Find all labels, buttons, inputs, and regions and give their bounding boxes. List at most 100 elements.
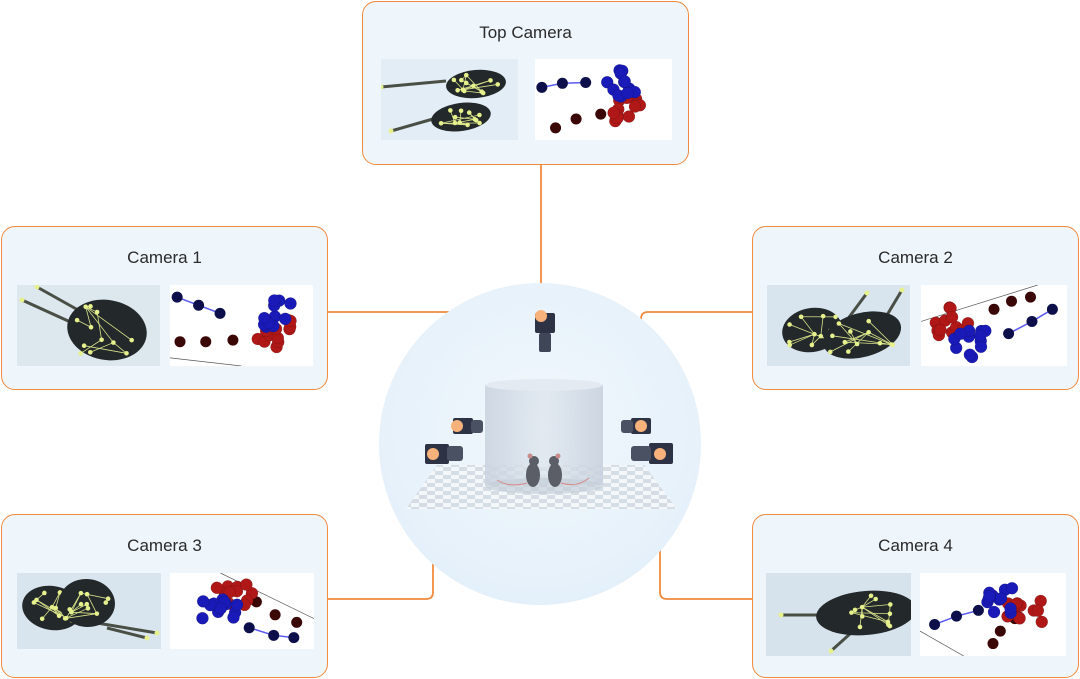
joint-sphere xyxy=(240,578,253,591)
joint-sphere xyxy=(628,100,642,113)
video-panel xyxy=(17,573,161,649)
keypoint xyxy=(477,112,482,118)
pose-3d-panel xyxy=(921,285,1067,366)
keypoint xyxy=(63,615,69,621)
skeleton-3d xyxy=(921,285,1067,366)
keypoint-overlay xyxy=(17,573,161,649)
joint-sphere xyxy=(284,297,297,310)
joint-sphere xyxy=(994,625,1006,637)
joint-sphere xyxy=(1026,315,1038,327)
keypoint xyxy=(868,593,874,599)
keypoint xyxy=(85,606,91,611)
skeleton-edge xyxy=(838,323,892,345)
keypoint xyxy=(495,82,501,87)
joint-sphere xyxy=(988,303,1000,315)
tail xyxy=(96,621,158,635)
skeleton-edge xyxy=(462,84,498,91)
keypoint xyxy=(124,350,129,356)
camera-icon-3 xyxy=(425,444,463,464)
keypoint-overlay xyxy=(766,573,911,656)
keypoint xyxy=(473,117,479,123)
joint-sphere xyxy=(227,611,240,624)
camera-icon-4 xyxy=(631,443,673,464)
keypoint xyxy=(471,83,476,89)
keypoint xyxy=(452,114,458,120)
keypoint xyxy=(84,601,90,607)
keypoint xyxy=(842,339,848,345)
keypoint xyxy=(859,614,865,619)
keypoint xyxy=(820,313,826,319)
card-camera-4: Camera 4 xyxy=(752,514,1079,678)
keypoint xyxy=(74,317,80,323)
camera-icon-2 xyxy=(621,418,651,434)
keypoint xyxy=(448,108,453,113)
keypoint xyxy=(88,304,93,309)
skeleton-edge xyxy=(800,316,815,335)
skeleton-edge xyxy=(440,114,480,124)
skeleton-edge xyxy=(820,316,824,337)
joint-sphere xyxy=(550,122,562,134)
camera-icon-top xyxy=(535,310,555,352)
joint-sphere xyxy=(1006,295,1018,307)
keypoint xyxy=(462,88,467,94)
keypoint xyxy=(452,120,458,126)
joint-sphere xyxy=(269,609,281,621)
mouse-icon xyxy=(548,453,590,487)
skeleton-edge xyxy=(65,613,97,619)
keypoint xyxy=(39,616,45,622)
keypoint xyxy=(836,321,842,326)
joint-sphere xyxy=(954,327,967,341)
keypoint xyxy=(846,349,851,354)
video-panel xyxy=(381,59,518,140)
card-top-camera: Top Camera xyxy=(362,1,689,165)
keypoint xyxy=(81,343,87,349)
floor-line xyxy=(170,357,242,366)
keypoint xyxy=(19,297,25,303)
joint-sphere xyxy=(250,596,262,608)
card-title: Camera 4 xyxy=(878,536,953,555)
joint-sphere xyxy=(258,311,271,325)
joint-sphere xyxy=(607,106,620,119)
joint-sphere xyxy=(200,336,212,348)
skeleton-edge xyxy=(850,331,858,345)
keypoint xyxy=(787,339,792,345)
floor-line xyxy=(920,630,964,656)
keypoint xyxy=(886,622,891,628)
keypoint xyxy=(899,287,905,293)
keypoint xyxy=(34,285,40,290)
keypoint xyxy=(94,309,100,315)
joint-sphere xyxy=(621,86,634,100)
card-camera-2: Camera 2 xyxy=(752,226,1079,390)
pose-3d-panel xyxy=(535,59,672,140)
keypoint xyxy=(144,635,150,641)
skeleton-edge xyxy=(85,306,132,341)
joint-sphere xyxy=(934,323,947,337)
joint-sphere xyxy=(951,610,962,622)
mouse-icon xyxy=(496,453,540,487)
joint-sphere xyxy=(973,329,987,342)
joint-sphere xyxy=(214,307,226,319)
joint-sphere xyxy=(1046,303,1058,315)
tail xyxy=(381,79,447,89)
joint-sphere xyxy=(214,602,228,615)
joint-sphere xyxy=(595,108,607,120)
skeleton-edge xyxy=(868,320,894,346)
tail xyxy=(829,631,853,653)
skeleton-edge xyxy=(64,607,89,619)
arena-illustration xyxy=(406,310,677,509)
keypoint xyxy=(828,349,833,355)
skeleton-edge xyxy=(41,606,53,620)
keypoint xyxy=(866,329,871,335)
keypoint xyxy=(465,122,470,128)
floor-line xyxy=(220,573,314,619)
keypoint xyxy=(479,89,485,94)
keypoint xyxy=(877,340,883,346)
joint-sphere xyxy=(210,581,224,595)
keypoint xyxy=(458,108,464,114)
keypoint xyxy=(53,605,59,611)
joint-sphere xyxy=(972,604,984,616)
joint-sphere xyxy=(987,605,1001,619)
keypoint-overlay xyxy=(767,285,910,366)
skeleton-edge xyxy=(838,323,858,345)
joint-sphere xyxy=(1031,604,1045,617)
